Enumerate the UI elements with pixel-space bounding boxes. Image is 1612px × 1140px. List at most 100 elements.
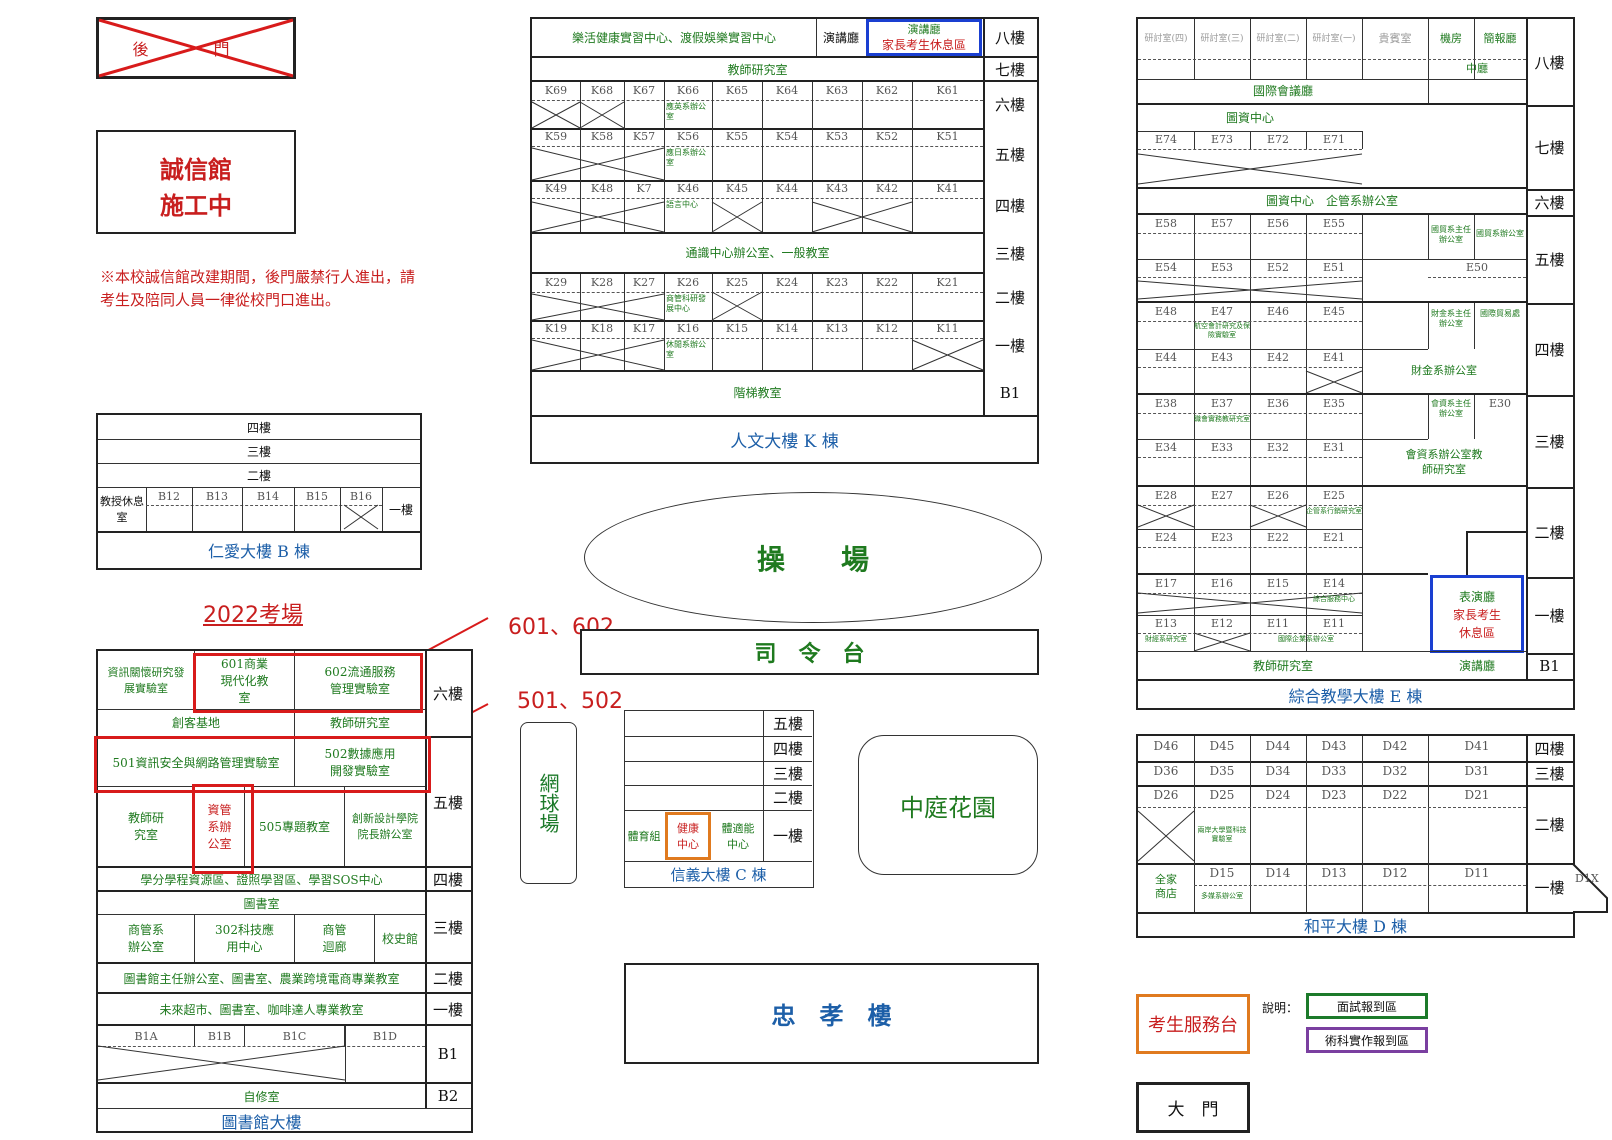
e-room-e74: E74 bbox=[1154, 133, 1178, 146]
closed-x-icon bbox=[1137, 153, 1363, 185]
library-floor-3: 三樓 bbox=[432, 918, 463, 937]
c-floor-3: 三樓 bbox=[772, 764, 803, 783]
e-8f-room-6: 機房 bbox=[1440, 32, 1462, 45]
closed-x-icon bbox=[343, 504, 379, 530]
library-6f-maker: 創客基地 bbox=[98, 709, 295, 736]
e-room-5b-2: E53 bbox=[1210, 261, 1234, 274]
d-room-2-4: D23 bbox=[1321, 788, 1347, 802]
library-4f: 學分學程資源區、證照學習區、學習SOS中心 bbox=[140, 872, 383, 887]
e-building-title: 綜合教學大樓 E 棟 bbox=[1288, 686, 1423, 706]
closed-x-icon bbox=[1249, 504, 1307, 528]
e-8f-room-1: 研討室(四) bbox=[1144, 34, 1188, 44]
e-room-2b-3: E22 bbox=[1266, 531, 1290, 544]
legend-service-desk: 考生服務台 bbox=[1136, 994, 1250, 1054]
closed-x-icon bbox=[1137, 592, 1363, 614]
e-room-2a-3: E26 bbox=[1266, 489, 1290, 502]
e-conference-hall: 國際會議廳 bbox=[1252, 84, 1313, 98]
d-annex-label: D1X bbox=[1575, 872, 1599, 885]
k-room-k42: K42 bbox=[875, 182, 899, 195]
e-room-2b-4: E21 bbox=[1322, 531, 1346, 544]
k-room-k41: K41 bbox=[936, 182, 959, 195]
k-7f: 教師研究室 bbox=[727, 62, 788, 77]
e-room-3a-1: E38 bbox=[1154, 397, 1178, 410]
mis-office-highlight bbox=[192, 784, 254, 874]
library-3f-reading: 圖書室 bbox=[243, 896, 280, 911]
back-gate-label: 後 門 bbox=[132, 40, 260, 59]
courtyard-garden: 中庭花園 bbox=[858, 735, 1038, 875]
library-floor-b2: B2 bbox=[437, 1087, 459, 1105]
k-parent-rest-area: 演講廳 家長考生休息區 bbox=[866, 19, 982, 56]
d-room-2-3: D24 bbox=[1265, 788, 1291, 802]
library-study-room: 自修室 bbox=[243, 1089, 280, 1104]
library-6f-room-1: 資訊關懷研究發展實驗室 bbox=[98, 651, 195, 709]
library-room-b1a: B1A bbox=[98, 1026, 195, 1046]
closed-x-icon bbox=[711, 201, 763, 233]
legend-interview-checkin: 面試報到區 bbox=[1306, 993, 1428, 1019]
e-room-4b-2: E43 bbox=[1210, 351, 1234, 364]
closed-x-icon bbox=[531, 293, 665, 321]
k-building: 樂活健康實習中心、渡假娛樂實習中心 演講廳 演講廳 家長考生休息區 八樓 教師研… bbox=[530, 17, 1039, 464]
d-room-3-6: D31 bbox=[1464, 764, 1490, 778]
k-room-k63: K63 bbox=[825, 84, 849, 97]
tennis-court: 網球場 bbox=[520, 722, 577, 884]
k-floor-7: 七樓 bbox=[994, 60, 1025, 79]
k-room-k21: K21 bbox=[936, 276, 959, 289]
k-room-k59: K59 bbox=[544, 130, 568, 143]
library-2f: 圖書館主任辦公室、圖書室、農業跨境電商專業教室 bbox=[123, 971, 400, 986]
e-room-4a-3: E46 bbox=[1266, 305, 1290, 318]
library-room-502: 502數據應用開發實驗室 bbox=[324, 747, 396, 778]
k-room-k7: K7 bbox=[636, 182, 652, 195]
k-f5-note: 應日系辦公室 bbox=[666, 148, 706, 167]
e-floor-2: 二樓 bbox=[1534, 523, 1565, 542]
d-room-4-5: D42 bbox=[1382, 739, 1408, 753]
chengxin-line1: 誠信館 bbox=[160, 155, 232, 184]
k-room-k16: K16 bbox=[676, 322, 700, 335]
c-floor-2: 二樓 bbox=[772, 789, 803, 807]
k-room-k68: K68 bbox=[590, 84, 614, 97]
closed-x-icon bbox=[579, 101, 625, 129]
d-floor-1: 一樓 bbox=[1534, 879, 1565, 897]
k-f4-note: 語言中心 bbox=[666, 200, 698, 209]
b-lounge: 教授休息室 bbox=[98, 487, 147, 531]
e-8f-room-5: 貴賓室 bbox=[1378, 32, 1412, 45]
k-floor-8: 八樓 bbox=[994, 29, 1025, 47]
library-floor-4: 四樓 bbox=[432, 870, 463, 889]
e-room-2b-1: E24 bbox=[1154, 531, 1178, 544]
callout-501-502: 501、502 bbox=[517, 689, 623, 714]
k-room-k61: K61 bbox=[936, 84, 959, 97]
library-floor-5: 五樓 bbox=[432, 793, 463, 812]
d-room-1-3: D14 bbox=[1265, 866, 1291, 880]
e-rest-line-1: 表演廳 bbox=[1458, 590, 1495, 604]
k-room-k26: K26 bbox=[676, 276, 700, 289]
d-2f-note: 兩岸大學暨科技實驗室 bbox=[1197, 826, 1247, 843]
closed-x-icon bbox=[1137, 280, 1363, 300]
library-history-hall: 校史館 bbox=[381, 931, 418, 946]
k-room-k25: K25 bbox=[725, 276, 749, 289]
e-room-1b-3: E11 bbox=[1266, 617, 1290, 630]
e-2f-note: 企管系行銷研究室 bbox=[1306, 507, 1362, 515]
e-room-4a-2: E47 bbox=[1210, 305, 1234, 318]
k-room-k46: K46 bbox=[676, 182, 700, 195]
e-room-3b-4: E31 bbox=[1322, 441, 1346, 454]
b-building-title: 仁愛大樓 B 棟 bbox=[208, 542, 310, 561]
k-room-k56: K56 bbox=[676, 130, 700, 143]
c-building: 五樓 四樓 三樓 二樓 一樓 體育組 健康中心 體適能中心 信義大樓 C 棟 bbox=[624, 710, 814, 888]
e-room-1b-2: E12 bbox=[1210, 617, 1234, 630]
e-room-1a-3: E15 bbox=[1266, 577, 1290, 590]
exam-year-label: 2022考場 bbox=[203, 603, 303, 628]
e-room-5b-1: E54 bbox=[1154, 261, 1178, 274]
k-floor-b1: B1 bbox=[999, 383, 1021, 402]
back-gate-notice: ※本校誠信館改建期間，後門嚴禁行人進出，請考生及陪同人員一律從校門口進出。 bbox=[100, 268, 416, 309]
library-room-b1b: B1B bbox=[195, 1026, 245, 1046]
e-rest-line-2: 家長考生 bbox=[1452, 608, 1501, 622]
e-room-1b-1: E13 bbox=[1154, 617, 1178, 630]
k-room-k65: K65 bbox=[725, 84, 749, 97]
k-room-k62: K62 bbox=[875, 84, 899, 97]
k-room-k13: K13 bbox=[825, 322, 849, 335]
chengxin-line2: 施工中 bbox=[160, 191, 232, 220]
k-room-k52: K52 bbox=[875, 130, 899, 143]
back-gate: 後 門 bbox=[96, 17, 296, 79]
e-room-4b-4: E41 bbox=[1322, 351, 1346, 364]
